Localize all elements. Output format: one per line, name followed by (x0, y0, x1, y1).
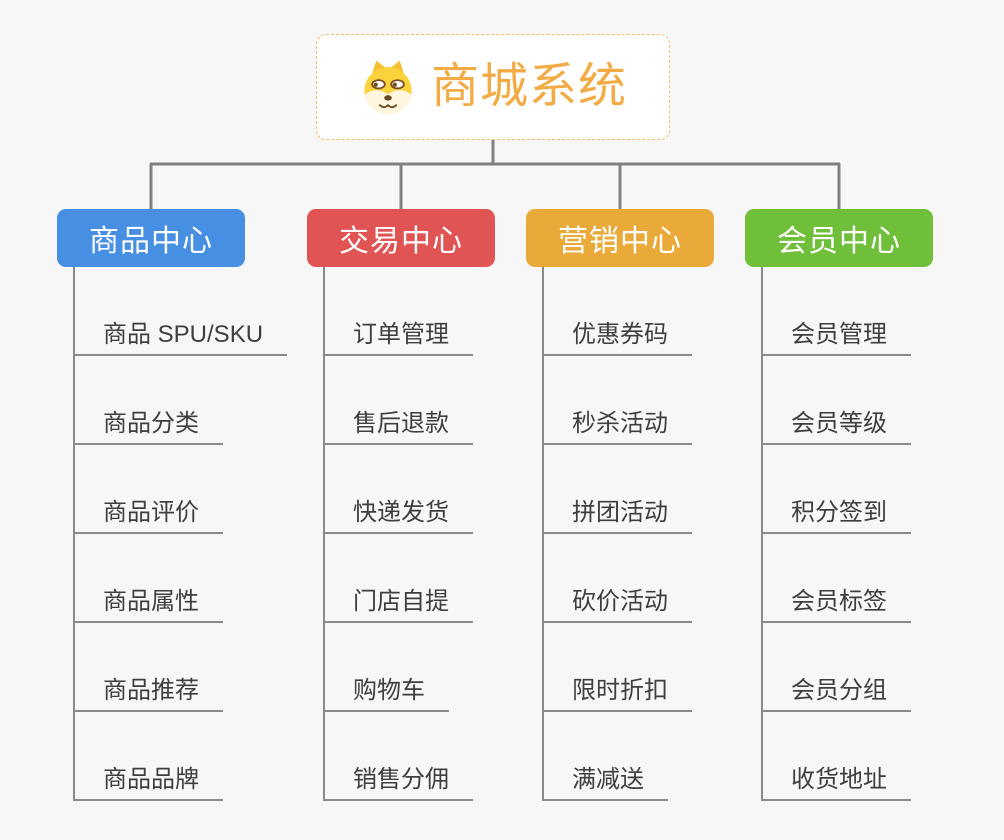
branch-item[interactable]: 商品推荐 (73, 623, 223, 712)
branch-header[interactable]: 交易中心 (307, 209, 495, 267)
branch-item-label: 商品 SPU/SKU (103, 321, 264, 349)
root-title: 商城系统 (430, 60, 627, 113)
branch-item-label: 收货地址 (791, 766, 887, 794)
branch-item-label: 商品评价 (103, 499, 199, 527)
branch-item[interactable]: 秒杀活动 (542, 356, 692, 445)
branch-spine-line (542, 267, 544, 801)
branch-header[interactable]: 会员中心 (745, 209, 933, 267)
branch-item[interactable]: 订单管理 (323, 267, 473, 356)
branch-item[interactable]: 会员管理 (761, 267, 911, 356)
branch-spine-line (761, 267, 763, 801)
branch-item[interactable]: 快递发货 (323, 445, 473, 534)
branch-item-label: 快递发货 (353, 499, 449, 527)
branch-item-label: 商品品牌 (103, 766, 199, 794)
branch-item[interactable]: 会员等级 (761, 356, 911, 445)
branch-column: 会员中心会员管理会员等级积分签到会员标签会员分组收货地址 (745, 209, 933, 801)
branch-spine-line (323, 267, 325, 801)
branch-item-label: 商品分类 (103, 410, 199, 438)
branch-item[interactable]: 商品评价 (73, 445, 223, 534)
branch-item-label: 拼团活动 (572, 499, 668, 527)
branch-items: 商品 SPU/SKU 商品分类商品评价商品属性商品推荐商品品牌 (73, 267, 288, 801)
branch-item-label: 售后退款 (353, 410, 449, 438)
branch-item-label: 限时折扣 (572, 677, 668, 705)
branch-item[interactable]: 收货地址 (761, 712, 911, 801)
branch-item-label: 积分签到 (791, 499, 887, 527)
branch-spine-line (73, 267, 75, 801)
branch-item-label: 商品推荐 (103, 677, 199, 705)
branch-item[interactable]: 商品品牌 (73, 712, 223, 801)
branch-item[interactable]: 会员分组 (761, 623, 911, 712)
branch-item[interactable]: 商品 SPU/SKU (73, 267, 288, 356)
branch-item-label: 优惠券码 (572, 321, 668, 349)
branch-header[interactable]: 商品中心 (57, 209, 245, 267)
branch-item-label: 满减送 (572, 766, 644, 794)
branch-item[interactable]: 商品分类 (73, 356, 223, 445)
branch-item[interactable]: 售后退款 (323, 356, 473, 445)
branch-item-label: 会员等级 (791, 410, 887, 438)
branch-item[interactable]: 门店自提 (323, 534, 473, 623)
branch-item-label: 商品属性 (103, 588, 199, 616)
branch-item[interactable]: 购物车 (323, 623, 449, 712)
branch-item[interactable]: 销售分佣 (323, 712, 473, 801)
dog-face-icon (364, 60, 412, 115)
branch-column: 交易中心订单管理售后退款快递发货门店自提购物车销售分佣 (307, 209, 495, 801)
branch-item-label: 会员分组 (791, 677, 887, 705)
branch-item-label: 会员标签 (791, 588, 887, 616)
branch-item[interactable]: 优惠券码 (542, 267, 692, 356)
branch-item-label: 门店自提 (353, 588, 449, 616)
branch-column: 营销中心优惠券码秒杀活动拼团活动砍价活动限时折扣满减送 (526, 209, 714, 801)
branch-item-label: 销售分佣 (353, 766, 449, 794)
branch-header[interactable]: 营销中心 (526, 209, 714, 267)
branch-item[interactable]: 限时折扣 (542, 623, 692, 712)
branch-item-label: 会员管理 (791, 321, 887, 349)
branch-items: 优惠券码秒杀活动拼团活动砍价活动限时折扣满减送 (542, 267, 692, 801)
branch-items: 会员管理会员等级积分签到会员标签会员分组收货地址 (761, 267, 911, 801)
branch-item[interactable]: 商品属性 (73, 534, 223, 623)
branch-item[interactable]: 砍价活动 (542, 534, 692, 623)
branch-item[interactable]: 积分签到 (761, 445, 911, 534)
branch-item[interactable]: 拼团活动 (542, 445, 692, 534)
root-node-mall-system[interactable]: 商城系统 (316, 34, 670, 140)
branch-items: 订单管理售后退款快递发货门店自提购物车销售分佣 (323, 267, 473, 801)
branch-item[interactable]: 满减送 (542, 712, 668, 801)
branch-item-label: 购物车 (353, 677, 425, 705)
branch-item[interactable]: 会员标签 (761, 534, 911, 623)
branch-item-label: 秒杀活动 (572, 410, 668, 438)
branch-item-label: 砍价活动 (572, 588, 668, 616)
branch-column: 商品中心商品 SPU/SKU 商品分类商品评价商品属性商品推荐商品品牌 (57, 209, 288, 801)
branch-item-label: 订单管理 (353, 321, 449, 349)
